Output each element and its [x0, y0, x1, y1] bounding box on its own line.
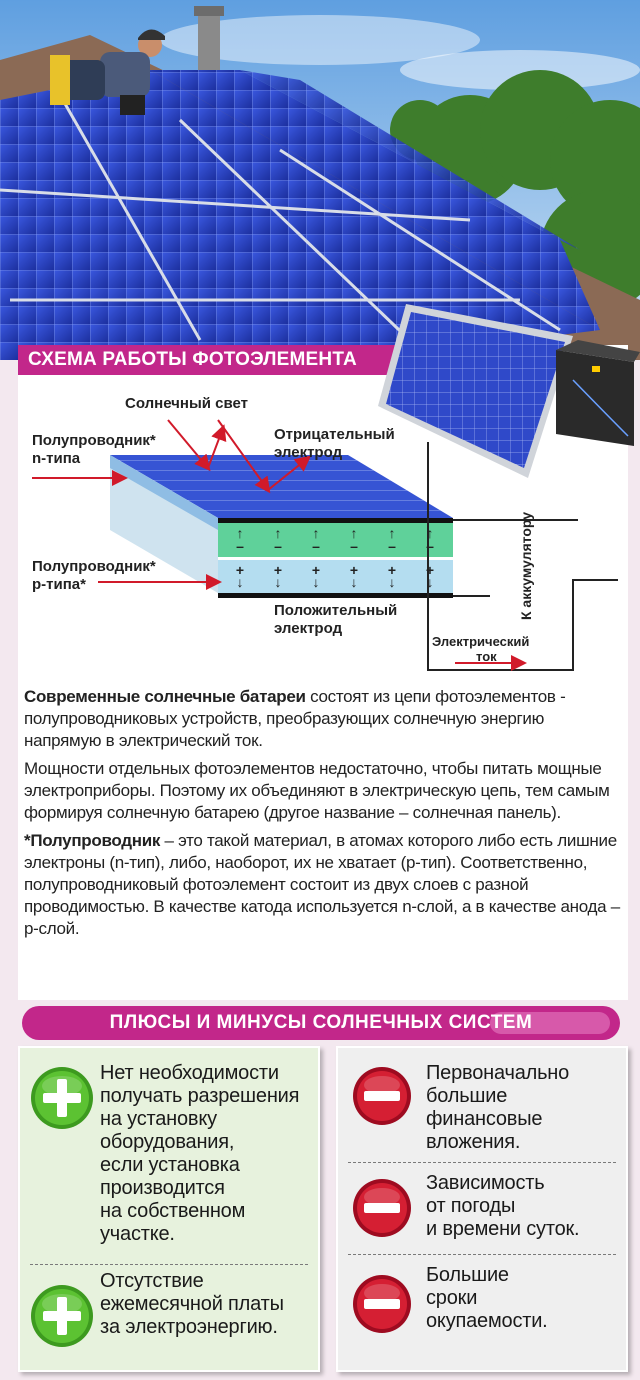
- svg-text:↑: ↑: [313, 525, 320, 541]
- plus-icon: [31, 1285, 93, 1347]
- paragraph-1-bold: Современные солнечные батареи: [24, 687, 306, 706]
- svg-text:+: +: [236, 562, 244, 578]
- pros-cons-title-text: ПЛЮСЫ И МИНУСЫ СОЛНЕЧНЫХ СИСТЕМ: [109, 1012, 533, 1033]
- svg-text:↑: ↑: [427, 525, 434, 541]
- svg-text:↓: ↓: [389, 574, 396, 590]
- solar-panel-battery-illustration: [378, 304, 640, 478]
- pros-divider: [30, 1264, 308, 1265]
- con-item: Большие сроки окупаемости.: [338, 1256, 626, 1370]
- svg-text:↑: ↑: [351, 525, 358, 541]
- svg-text:+: +: [312, 562, 320, 578]
- svg-text:↓: ↓: [427, 574, 434, 590]
- svg-text:↓: ↓: [313, 574, 320, 590]
- roof-solar-illustration: [0, 0, 640, 360]
- svg-text:–: –: [312, 538, 320, 554]
- paragraph-3: *Полупроводник – это такой материал, в а…: [24, 830, 620, 940]
- cons-divider: [348, 1254, 616, 1255]
- svg-text:–: –: [236, 538, 244, 554]
- paragraph-2: Мощности отдельных фотоэлементов недоста…: [24, 759, 610, 822]
- paragraph-1: Современные солнечные батареи состоят из…: [24, 686, 620, 752]
- label-current-line1: Электрический: [432, 634, 530, 649]
- label-current-line2: ток: [476, 649, 497, 664]
- hero-photo: [0, 0, 640, 360]
- svg-text:+: +: [388, 562, 396, 578]
- svg-text:–: –: [274, 538, 282, 554]
- label-positive-line2: электрод: [274, 620, 343, 637]
- cons-column: Первоначально большие финансовые вложени…: [336, 1046, 628, 1372]
- minus-icon: [353, 1275, 411, 1333]
- pros-column: Нет необходимости получать разрешения на…: [18, 1046, 320, 1372]
- svg-text:↑: ↑: [389, 525, 396, 541]
- pro-item: Нет необходимости получать разрешения на…: [20, 1048, 318, 1258]
- label-n-type-line1: Полупроводник*: [32, 432, 156, 449]
- label-negative-line2: электрод: [274, 444, 343, 461]
- description-text: Современные солнечные батареи состоят из…: [24, 686, 620, 946]
- minus-icon: [353, 1067, 411, 1125]
- svg-text:↑: ↑: [275, 525, 282, 541]
- svg-text:↑: ↑: [237, 525, 244, 541]
- con-text-1: Первоначально большие финансовые вложени…: [426, 1062, 570, 1153]
- scheme-title: СХЕМА РАБОТЫ ФОТОЭЛЕМЕНТА: [18, 345, 398, 375]
- plus-icon: [31, 1067, 93, 1129]
- title-highlight: [490, 1012, 610, 1034]
- label-p-type-line2: р-типа*: [32, 576, 86, 593]
- label-p-type-line1: Полупроводник*: [32, 558, 156, 575]
- con-text-2: Зависимость от погоды и времени суток.: [426, 1172, 580, 1240]
- label-n-type-line2: n-типа: [32, 450, 81, 467]
- con-item: Первоначально большие финансовые вложени…: [338, 1048, 626, 1158]
- pros-cons-title: ПЛЮСЫ И МИНУСЫ СОЛНЕЧНЫХ СИСТЕМ: [22, 1006, 620, 1040]
- svg-text:↓: ↓: [275, 574, 282, 590]
- svg-text:+: +: [274, 562, 282, 578]
- label-to-battery: К аккумулятору: [518, 511, 534, 620]
- label-positive-line1: Положительный: [274, 602, 398, 619]
- photocell-layers: ↑– ↑– ↑– ↑– ↑– ↑– +↓ +↓ +↓ +↓ +↓ +↓: [32, 419, 618, 671]
- svg-text:↓: ↓: [237, 574, 244, 590]
- label-sunlight: Солнечный свет: [125, 395, 249, 412]
- paragraph-3-bold: *Полупроводник: [24, 831, 161, 850]
- paragraph-1-rest: состоят из цепи фотоэлементов - полупров…: [24, 687, 566, 750]
- cons-divider: [348, 1162, 616, 1163]
- svg-text:–: –: [350, 538, 358, 554]
- con-text-3: Большие сроки окупаемости.: [426, 1264, 548, 1332]
- svg-text:–: –: [388, 538, 396, 554]
- svg-text:–: –: [426, 538, 434, 554]
- svg-text:+: +: [350, 562, 358, 578]
- photocell-diagram: ↑– ↑– ↑– ↑– ↑– ↑– +↓ +↓ +↓ +↓ +↓ +↓: [18, 380, 628, 680]
- con-item: Зависимость от погоды и времени суток.: [338, 1164, 626, 1254]
- label-negative-line1: Отрицательный: [274, 426, 395, 443]
- pro-text-1: Нет необходимости получать разрешения на…: [100, 1062, 300, 1245]
- svg-text:+: +: [426, 562, 434, 578]
- svg-text:↓: ↓: [351, 574, 358, 590]
- paragraph-3-rest: – это такой материал, в атомах которого …: [24, 831, 620, 938]
- pro-text-2: Отсутствие ежемесячной платы за электроэ…: [100, 1270, 284, 1338]
- pro-item: Отсутствие ежемесячной платы за электроэ…: [20, 1266, 318, 1370]
- minus-icon: [353, 1179, 411, 1237]
